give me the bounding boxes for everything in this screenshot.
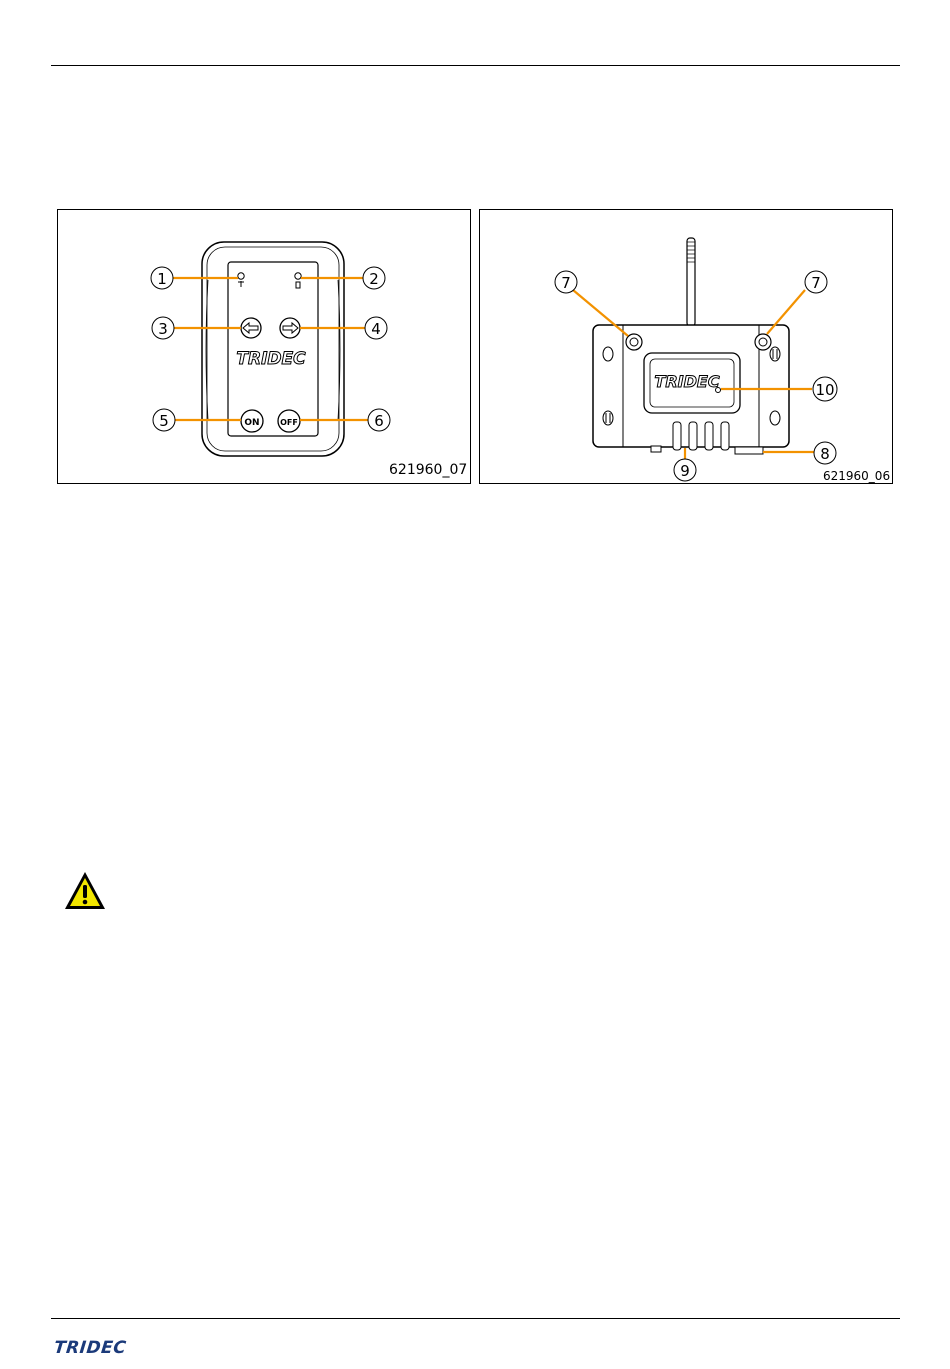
figure-code: 621960_07 bbox=[389, 462, 467, 478]
receiver-brand-logo: TRIDEC bbox=[654, 372, 719, 391]
on-button-label: ON bbox=[244, 418, 259, 428]
callout-7-left: 7 bbox=[561, 274, 571, 292]
warning-triangle-icon bbox=[63, 870, 107, 912]
callout-1: 1 bbox=[157, 270, 167, 288]
header-rule bbox=[51, 65, 900, 66]
callout-10: 10 bbox=[815, 381, 834, 399]
callout-2: 2 bbox=[369, 270, 379, 288]
callout-4: 4 bbox=[371, 320, 381, 338]
callout-8: 8 bbox=[820, 445, 830, 463]
remote-control-illustration: TRIDEC ON OFF 1 2 3 4 5 6 bbox=[58, 210, 472, 485]
callout-9: 9 bbox=[680, 462, 690, 480]
callout-6: 6 bbox=[374, 412, 384, 430]
remote-brand-logo: TRIDEC bbox=[236, 349, 306, 369]
footer-logo: TRIDEC bbox=[53, 1338, 127, 1358]
receiver-unit-figure: TRIDEC 7 7 10 bbox=[479, 209, 893, 484]
callout-3: 3 bbox=[158, 320, 168, 338]
callout-7-right: 7 bbox=[811, 274, 821, 292]
receiver-unit-illustration: TRIDEC 7 7 10 bbox=[480, 210, 894, 485]
footer-rule bbox=[51, 1318, 900, 1319]
remote-control-figure: TRIDEC ON OFF 1 2 3 4 5 6 621960 bbox=[57, 209, 471, 484]
off-button-label: OFF bbox=[280, 418, 298, 427]
figure-code: 621960_06 bbox=[823, 469, 890, 483]
callout-5: 5 bbox=[159, 412, 169, 430]
